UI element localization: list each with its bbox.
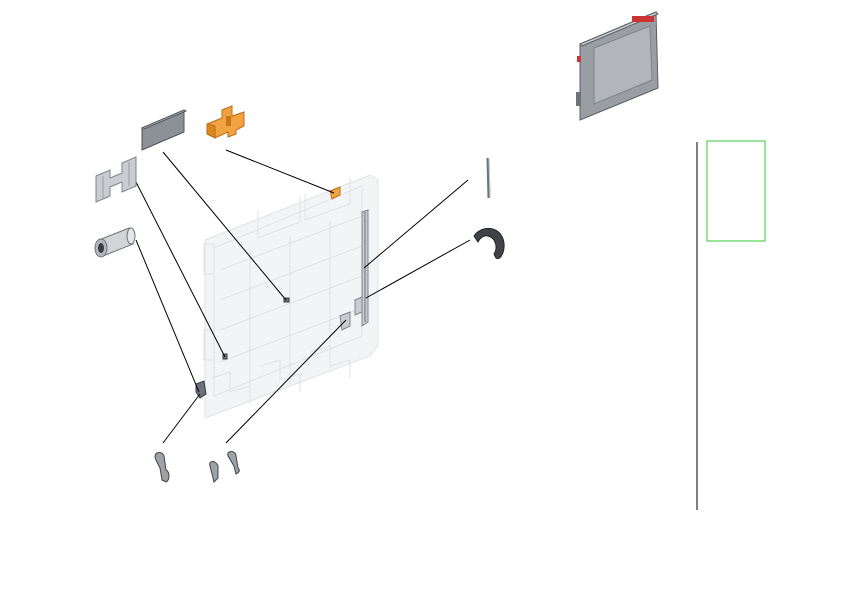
callout-box — [707, 141, 765, 241]
rod-mount — [355, 297, 362, 315]
cassette-thumbnail — [576, 12, 658, 120]
leader-clip-right — [226, 320, 346, 443]
leader-roller — [136, 240, 199, 392]
latch-part — [207, 106, 244, 138]
tray-assembly — [196, 175, 378, 418]
leader-latch — [226, 150, 334, 193]
leader-rod — [364, 180, 468, 268]
bracket-part — [96, 157, 136, 202]
latch-mount — [330, 187, 340, 199]
pad-part — [142, 110, 186, 150]
c-clip-part — [474, 228, 504, 258]
leader-lines — [136, 150, 470, 443]
leader-bracket — [136, 182, 225, 357]
leader-pad — [163, 152, 286, 300]
rod-part — [488, 158, 490, 198]
pad-mount — [284, 298, 289, 302]
spring-clip-right-part — [210, 452, 240, 483]
roller-part — [95, 228, 135, 257]
leader-c-clip — [366, 240, 470, 298]
spring-clip-left-part — [155, 453, 169, 482]
clip-mount-left — [196, 381, 206, 398]
leader-clip-left — [163, 394, 200, 443]
